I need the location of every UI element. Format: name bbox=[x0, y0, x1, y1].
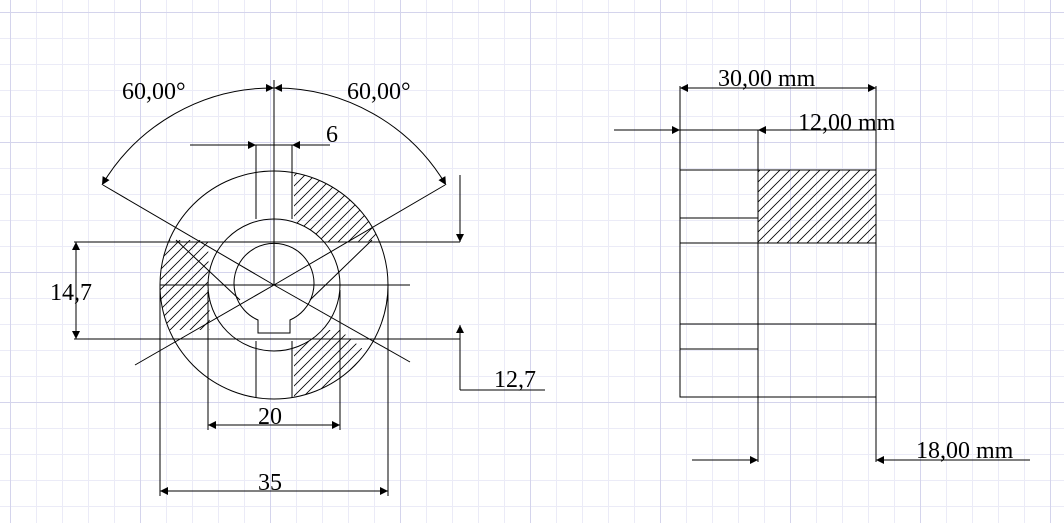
key-depth-label: 12,7 bbox=[494, 367, 536, 393]
key-width-label: 6 bbox=[326, 122, 338, 148]
hatched-section bbox=[758, 170, 876, 243]
overall-width-label: 30,00 mm bbox=[718, 66, 816, 92]
angle-right-label: 60,00° bbox=[347, 79, 411, 105]
hatched-segments bbox=[160, 171, 388, 399]
right-section-label: 18,00 mm bbox=[916, 438, 1014, 464]
inner-diameter-label: 20 bbox=[258, 404, 282, 430]
height-dim-label: 14,7 bbox=[50, 280, 92, 306]
bore-with-keyway bbox=[233, 242, 315, 334]
angle-left-label: 60,00° bbox=[122, 79, 186, 105]
side-view bbox=[614, 84, 1030, 464]
left-section-label: 12,00 mm bbox=[798, 110, 896, 136]
front-view bbox=[72, 80, 545, 496]
outer-diameter-label: 35 bbox=[258, 470, 282, 496]
